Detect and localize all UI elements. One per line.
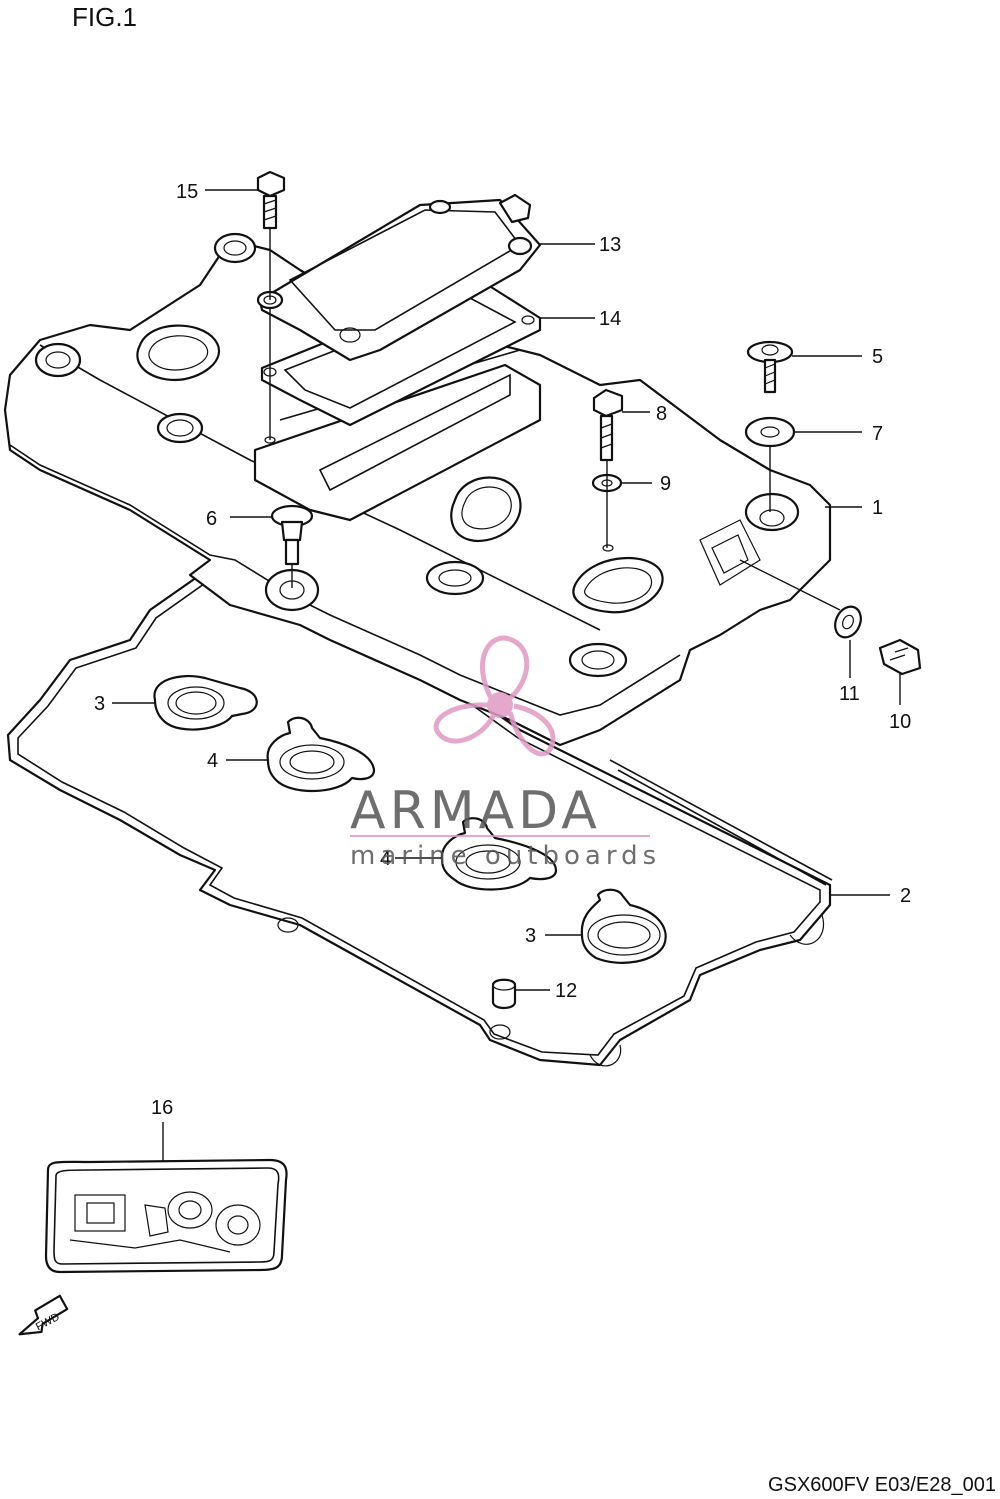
cylinder-head-cover	[3, 232, 832, 747]
propeller-logo	[433, 635, 556, 757]
breather-cover	[256, 193, 542, 362]
callout-3-upper: 3	[94, 693, 105, 715]
callout-labels: 15 13 14 5 7 8 9 1 6 11 10 3 4 4 2 3 12 …	[94, 181, 911, 1119]
grommet-part-7	[744, 416, 796, 448]
callout-8: 8	[656, 403, 667, 425]
figure-code: GSX600FV E03/E28_001	[768, 1474, 996, 1496]
callout-16: 16	[151, 1097, 173, 1119]
watermark-brand: ARMADA	[350, 781, 601, 841]
callout-5: 5	[872, 346, 883, 368]
callout-4-lower: 4	[380, 848, 391, 870]
plug-hole-seal-3-upper	[153, 674, 258, 731]
dowel-pin-part-12	[491, 978, 517, 1010]
callout-14: 14	[599, 308, 621, 330]
callout-2: 2	[900, 885, 911, 907]
plug-part-10	[878, 638, 922, 676]
callout-15: 15	[176, 181, 198, 203]
callout-3-lower: 3	[525, 925, 536, 947]
callout-4-upper: 4	[207, 750, 218, 772]
washer-part-11	[834, 605, 862, 639]
bolt-part-8	[592, 388, 624, 462]
bolt-part-5	[746, 340, 794, 394]
forward-direction-arrow: FWD	[18, 1294, 69, 1336]
watermark-tagline: marine outboards	[350, 841, 661, 871]
callout-6: 6	[206, 508, 217, 530]
callout-1: 1	[872, 497, 883, 519]
callout-7: 7	[872, 423, 883, 445]
gasket-set-part-16	[44, 1158, 288, 1274]
callout-12: 12	[555, 980, 577, 1002]
callout-13: 13	[599, 234, 621, 256]
callout-10: 10	[889, 711, 911, 733]
bolt-part-6	[270, 504, 314, 566]
figure-title: FIG.1	[72, 2, 138, 32]
callout-9: 9	[660, 473, 671, 495]
plug-hole-seal-3-lower	[580, 888, 667, 964]
callout-11: 11	[839, 683, 860, 705]
bolt-part-15	[256, 170, 286, 230]
plug-hole-seal-4-upper	[266, 716, 376, 793]
armada-watermark: ARMADA marine outboards	[350, 635, 661, 871]
leader-lines	[112, 189, 901, 1162]
